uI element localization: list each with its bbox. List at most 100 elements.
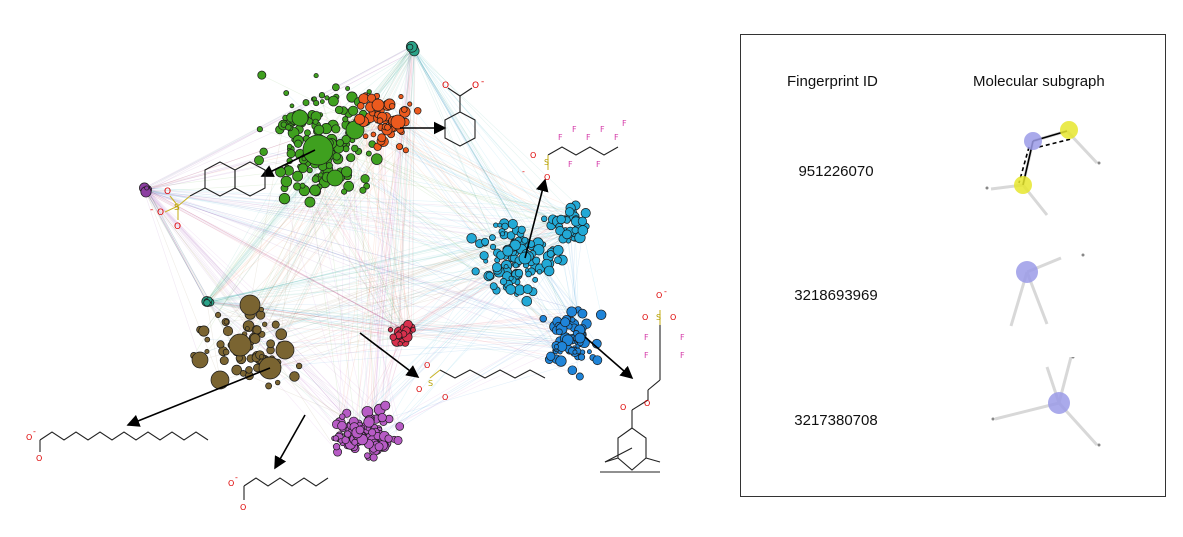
highlight-atom-blue: [1048, 392, 1070, 414]
atom-label-f: F: [586, 133, 591, 142]
network-edge: [146, 46, 411, 189]
network-edge: [390, 132, 402, 330]
node-orange: [384, 123, 391, 131]
subgraph-row-1: [985, 121, 1101, 216]
atom-label-minus: -: [33, 427, 36, 436]
network-edge: [414, 50, 583, 329]
node-brown: [219, 356, 229, 366]
network-edge: [206, 48, 416, 302]
network-edge: [404, 225, 586, 329]
node-blue: [587, 349, 592, 355]
network-edge: [144, 187, 400, 427]
network-edge: [355, 120, 414, 330]
network-edge: [226, 284, 509, 323]
node-green: [366, 89, 372, 95]
network-edge: [408, 275, 490, 332]
network-edge: [207, 255, 485, 304]
atom-label-f: F: [600, 125, 605, 134]
atom-label-o: O: [530, 151, 536, 160]
arrow-brown-cluster: [126, 367, 271, 427]
node-green: [287, 143, 293, 150]
network-edge: [209, 47, 414, 303]
network-edge: [208, 302, 562, 347]
network-edge: [206, 146, 400, 302]
node-green: [331, 124, 341, 134]
network-edge: [393, 120, 570, 327]
molecule-alkyl-sulfonate: [429, 369, 546, 379]
network-edge: [407, 46, 413, 325]
network-edge: [351, 97, 361, 431]
network-edge: [411, 48, 586, 214]
arrow-green-cluster: [260, 149, 316, 177]
node-green: [298, 163, 308, 174]
node-purple: [384, 434, 393, 443]
network-edge: [383, 255, 527, 437]
network-edge: [393, 120, 577, 220]
network-edge: [209, 50, 415, 301]
network-edge: [209, 302, 232, 346]
node-purple: [332, 443, 341, 451]
node-green: [346, 91, 358, 103]
node-purple: [339, 413, 346, 420]
node-purple: [344, 430, 352, 438]
network-edge: [365, 135, 576, 231]
network-edge: [249, 124, 284, 306]
network-edge: [206, 301, 581, 335]
node-purple: [369, 453, 378, 462]
network-edge: [206, 302, 579, 311]
node-orange: [396, 143, 403, 151]
atom-label-s: S: [428, 379, 433, 388]
node-green: [313, 124, 325, 136]
network-edge: [297, 186, 556, 351]
network-edge: [145, 46, 412, 193]
network-edge: [206, 300, 265, 325]
network-edge: [206, 302, 406, 338]
network-edge: [552, 219, 581, 339]
node-green: [324, 95, 330, 101]
network-edge: [338, 109, 399, 441]
network-edge: [144, 187, 580, 377]
node-orange: [377, 133, 387, 143]
node-green: [371, 153, 383, 165]
node-green: [343, 180, 355, 192]
network-edge: [146, 189, 211, 303]
subgraph-row-2: [1009, 253, 1085, 327]
atom-label-o: O: [240, 503, 246, 512]
network-edge: [411, 49, 416, 328]
network-edge: [143, 190, 409, 332]
network-edge: [145, 191, 208, 302]
network-edge: [209, 299, 245, 335]
atom-label-o: O: [157, 208, 164, 218]
node-green: [259, 147, 268, 157]
network-edge: [305, 162, 400, 338]
network-edge: [206, 231, 571, 302]
node-green: [280, 175, 293, 188]
atom-label-o: O: [424, 361, 430, 370]
atom-label-f: F: [622, 119, 627, 128]
node-cyan2: [577, 216, 587, 226]
network-edge: [381, 127, 385, 437]
network-edge: [402, 226, 587, 336]
node-brown: [295, 362, 303, 370]
network-edge: [144, 187, 208, 302]
atom-label-f: F: [568, 160, 573, 169]
network-edge: [398, 121, 566, 232]
network-edge: [299, 50, 415, 121]
network-edge: [145, 189, 408, 325]
network-edges: [143, 46, 602, 458]
network-edge: [270, 350, 338, 453]
network-edge: [146, 187, 207, 302]
network-edge: [379, 329, 391, 410]
network-edge: [390, 49, 416, 330]
network-edge: [280, 323, 408, 345]
network-edge: [256, 221, 558, 331]
node-cyan2: [580, 208, 591, 219]
node-green: [365, 150, 372, 157]
node-green: [312, 118, 319, 125]
atom-label-o: O: [416, 385, 422, 394]
network-edge: [244, 129, 388, 335]
node-purple: [337, 421, 347, 431]
network-edge: [207, 48, 412, 304]
network-edge: [236, 47, 414, 347]
network-edge: [408, 311, 572, 333]
